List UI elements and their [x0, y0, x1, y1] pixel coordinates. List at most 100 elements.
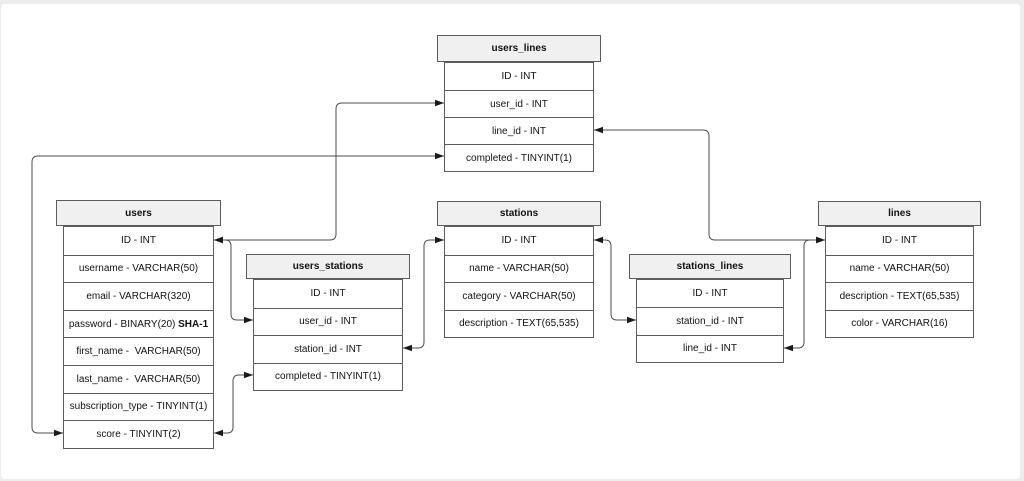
- arrowhead: [594, 236, 603, 244]
- connector-users-id--users_stations-user_id: [214, 236, 253, 324]
- arrowhead: [244, 371, 253, 379]
- table-title: stations_lines: [676, 261, 744, 272]
- connector-line: [594, 239, 636, 321]
- table-lines-row-0[interactable]: ID - INT: [826, 227, 973, 255]
- arrowhead: [214, 429, 223, 437]
- table-users-row-1[interactable]: username - VARCHAR(50): [64, 254, 213, 283]
- column-label: station_id - INT: [676, 316, 744, 328]
- connector-line: [214, 102, 444, 241]
- table-users-row-0[interactable]: ID - INT: [64, 227, 213, 255]
- table-users_lines-row-3[interactable]: completed - TINYINT(1): [445, 144, 593, 171]
- column-label: ID - INT: [692, 288, 728, 300]
- column-label: color - VARCHAR(16): [851, 318, 948, 330]
- arrowhead: [214, 236, 223, 244]
- column-label: name - VARCHAR(50): [469, 263, 569, 275]
- column-label: ID - INT: [310, 288, 346, 300]
- table-users-row-5[interactable]: last_name - VARCHAR(50): [64, 364, 213, 393]
- table-users-row-7[interactable]: score - TINYINT(2): [64, 420, 213, 448]
- connector-line: [214, 239, 253, 321]
- connector-line: [594, 129, 825, 241]
- table-stations_lines-row-0[interactable]: ID - INT: [637, 280, 783, 308]
- table-users_stations-body: ID - INT user_id - INT station_id - INT com…: [253, 279, 403, 391]
- arrowhead: [435, 236, 444, 244]
- table-title: lines: [888, 208, 911, 219]
- column-label: subscription_type - TINYINT(1): [69, 401, 208, 413]
- connector-users-id--users_lines-user_id: [214, 99, 444, 244]
- table-stations-row-0[interactable]: ID - INT: [445, 227, 593, 255]
- table-title: users_stations: [292, 261, 364, 272]
- table-lines-row-2[interactable]: description - TEXT(65,535): [826, 282, 973, 310]
- table-users-row-4[interactable]: first_name - VARCHAR(50): [64, 337, 213, 365]
- connector-users_lines-line_id--lines-id: [594, 126, 825, 244]
- column-label: line_id - INT: [492, 125, 546, 137]
- connector-users-score--users_stations-completed: [214, 371, 253, 437]
- column-label: station_id - INT: [294, 343, 362, 355]
- table-users_lines-row-0[interactable]: ID - INT: [445, 63, 593, 90]
- table-users_stations-header[interactable]: users_stations: [246, 254, 410, 279]
- table-lines-row-3[interactable]: color - VARCHAR(16): [826, 309, 973, 337]
- column-label: username - VARCHAR(50): [78, 263, 199, 275]
- table-stations-row-3[interactable]: description - TEXT(65,535): [445, 309, 593, 337]
- column-label: name - VARCHAR(50): [849, 263, 950, 275]
- column-label: ID - INT: [121, 235, 156, 247]
- table-stations-body: ID - INT name - VARCHAR(50) category - VAR…: [444, 226, 594, 338]
- table-stations_lines-body: ID - INT station_id - INT line_id - INT: [636, 279, 784, 364]
- table-users_lines-body: ID - INT user_id - INT line_id - INT comple…: [444, 62, 594, 172]
- table-users_stations-row-3[interactable]: completed - TINYINT(1): [254, 362, 402, 390]
- column-label: line_id - INT: [683, 343, 737, 355]
- table-users_lines-header[interactable]: users_lines: [437, 35, 601, 62]
- table-title: stations: [499, 208, 539, 219]
- table-users-row-6[interactable]: subscription_type - TINYINT(1): [64, 392, 213, 421]
- column-label: description - TEXT(65,535): [839, 290, 960, 302]
- table-users_stations-row-0[interactable]: ID - INT: [254, 280, 402, 308]
- arrowhead: [784, 344, 793, 352]
- arrowhead: [594, 126, 603, 134]
- column-label: last_name - VARCHAR(50): [76, 373, 201, 385]
- connector-stations-id--stations_lines-station_id: [594, 236, 636, 324]
- arrowhead: [244, 316, 253, 324]
- arrowhead: [214, 236, 223, 244]
- arrowhead: [816, 236, 825, 244]
- arrowhead: [816, 236, 825, 244]
- column-label: ID - INT: [501, 71, 537, 82]
- table-stations_lines-header[interactable]: stations_lines: [629, 254, 791, 279]
- column-label: user_id - INT: [299, 316, 357, 328]
- column-label: completed - TINYINT(1): [466, 152, 572, 164]
- table-users-row-3[interactable]: password - BINARY(20) SHA-1: [64, 309, 213, 338]
- column-label: ID - INT: [882, 235, 917, 247]
- table-lines-row-1[interactable]: name - VARCHAR(50): [826, 254, 973, 282]
- arrowhead: [627, 316, 636, 324]
- table-lines-header[interactable]: lines: [818, 201, 981, 226]
- column-label: completed - TINYINT(1): [275, 371, 381, 383]
- column-label: ID - INT: [501, 235, 537, 247]
- table-stations-row-1[interactable]: name - VARCHAR(50): [445, 254, 593, 282]
- arrowhead: [435, 99, 444, 107]
- table-users-body: ID - INT username - VARCHAR(50) email - VA…: [63, 226, 214, 449]
- table-stations-header[interactable]: stations: [437, 201, 601, 226]
- connector-line: [214, 374, 253, 434]
- column-label: email - VARCHAR(320): [86, 290, 191, 302]
- arrowhead: [403, 344, 412, 352]
- table-users-header[interactable]: users: [56, 200, 221, 226]
- column-label: category - VARCHAR(50): [462, 290, 576, 302]
- table-users_lines-row-1[interactable]: user_id - INT: [445, 90, 593, 117]
- table-users_lines-row-2[interactable]: line_id - INT: [445, 117, 593, 144]
- column-label: description - TEXT(65,535): [459, 318, 579, 330]
- diagram-canvas: ID - INT user_id - INT line_id - INT comple…: [1, 4, 1020, 479]
- arrowhead: [54, 429, 63, 437]
- table-title: users: [125, 207, 152, 219]
- column-label: first_name - VARCHAR(50): [76, 346, 201, 358]
- column-label-bold: SHA-1: [178, 318, 209, 330]
- table-users_stations-row-2[interactable]: station_id - INT: [254, 335, 402, 363]
- table-users-row-2[interactable]: email - VARCHAR(320): [64, 282, 213, 310]
- table-users_stations-row-1[interactable]: user_id - INT: [254, 307, 402, 335]
- table-title: users_lines: [491, 43, 547, 54]
- column-label: user_id - INT: [490, 98, 548, 110]
- table-stations_lines-row-1[interactable]: station_id - INT: [637, 307, 783, 335]
- table-lines-body: ID - INT name - VARCHAR(50) description - …: [825, 226, 974, 338]
- column-label: score - TINYINT(2): [96, 428, 181, 440]
- arrowhead: [435, 152, 444, 160]
- table-stations_lines-row-2[interactable]: line_id - INT: [637, 334, 783, 363]
- table-stations-row-2[interactable]: category - VARCHAR(50): [445, 282, 593, 310]
- column-label: password - BINARY(20): [68, 318, 179, 330]
